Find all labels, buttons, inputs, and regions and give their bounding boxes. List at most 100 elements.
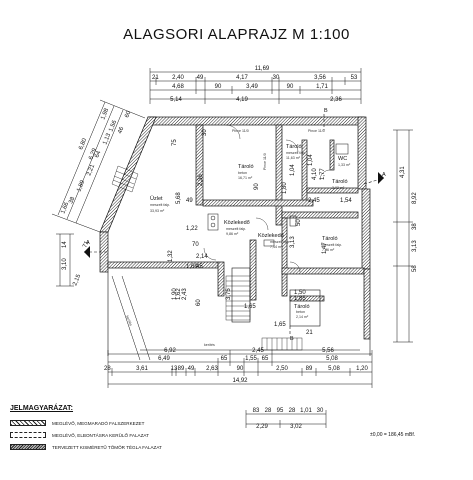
level-reference: ±0,00 = 186,45 mBf. — [370, 432, 416, 438]
svg-text:53: 53 — [351, 75, 358, 81]
svg-text:meszelt falp.: meszelt falp. — [226, 227, 246, 231]
svg-text:2,43: 2,43 — [182, 288, 188, 300]
svg-text:meszelt falp.: meszelt falp. — [150, 203, 170, 207]
svg-text:B: B — [324, 108, 328, 114]
svg-text:3,03 m²: 3,03 m² — [332, 186, 345, 190]
dim-right-mid-2: 58 — [412, 265, 418, 272]
svg-text:6,80: 6,80 — [78, 137, 88, 151]
svg-text:16,71 m²: 16,71 m² — [238, 176, 253, 180]
svg-text:65: 65 — [221, 356, 228, 362]
room-tarolo-3: Tároló 3,03 m² — [332, 179, 348, 190]
svg-text:1,04: 1,04 — [308, 154, 314, 166]
legend-title: JELMAGYARÁZAT: — [10, 405, 74, 412]
svg-text:4,19: 4,19 — [236, 97, 248, 103]
svg-text:1,90: 1,90 — [172, 288, 178, 300]
partitions — [107, 267, 371, 356]
svg-text:64: 64 — [94, 150, 102, 159]
svg-text:Közlekedő: Közlekedő — [224, 220, 250, 226]
entry-steps — [111, 165, 139, 193]
dim-detail-row1: 83 28 95 28 1,01 30 — [253, 408, 324, 414]
svg-text:6,29: 6,29 — [88, 147, 98, 161]
legend-item-existing: MEGLÉVŐ, MEGMARADÓ FALSZERKEZET — [10, 420, 144, 426]
legend-swatch-demolish — [10, 432, 46, 438]
dim-overall-top: 11,69 — [255, 66, 270, 72]
svg-text:1,89: 1,89 — [76, 179, 86, 193]
svg-text:75: 75 — [172, 139, 178, 146]
svg-text:beton: beton — [296, 310, 305, 314]
svg-text:28: 28 — [265, 408, 272, 414]
svg-text:Tároló: Tároló — [332, 179, 348, 185]
svg-text:45: 45 — [196, 264, 203, 270]
room-uzlet: Üzlet meszelt falp. 33,93 m² — [150, 195, 170, 213]
svg-text:4,17: 4,17 — [236, 75, 248, 81]
svg-text:11,63 m²: 11,63 m² — [286, 156, 301, 160]
dim-right-lower: 3,13 — [412, 240, 418, 252]
detail-dimensions — [245, 410, 327, 428]
svg-text:5,68: 5,68 — [176, 192, 182, 204]
svg-text:WC: WC — [338, 156, 347, 162]
svg-text:meszelt falp.: meszelt falp. — [270, 240, 290, 244]
svg-text:49: 49 — [197, 75, 204, 81]
dim-right-mid-1: 38 — [412, 223, 418, 230]
svg-text:2,36: 2,36 — [198, 174, 204, 186]
svg-text:60: 60 — [196, 299, 202, 306]
svg-text:1,80: 1,80 — [282, 182, 288, 194]
right-dimensions — [393, 129, 413, 343]
pince-label-top: Pince 11/0 — [232, 129, 249, 133]
svg-text:65: 65 — [262, 356, 269, 362]
svg-text:3,02: 3,02 — [290, 424, 302, 430]
svg-text:4,68: 4,68 — [172, 84, 184, 90]
svg-text:60: 60 — [124, 110, 132, 119]
svg-text:33,93 m²: 33,93 m² — [150, 209, 165, 213]
dim-top-row3: 5,14 4,19 2,36 — [170, 97, 342, 103]
dim-overall-bottom: 14,92 — [232, 378, 248, 384]
svg-text:2,14: 2,14 — [196, 254, 208, 260]
svg-text:Közlekedő: Közlekedő — [258, 233, 284, 239]
svg-text:21: 21 — [152, 75, 159, 81]
dim-left-310: 3,10 — [62, 258, 68, 270]
dim-left-215: 2,15 — [72, 273, 82, 287]
svg-text:90: 90 — [287, 84, 294, 90]
svg-text:49: 49 — [188, 366, 195, 372]
svg-text:1,98: 1,98 — [100, 107, 110, 121]
svg-text:2,63: 2,63 — [206, 366, 218, 372]
svg-text:meszelt falp.: meszelt falp. — [286, 151, 306, 155]
svg-text:Tároló: Tároló — [238, 164, 254, 170]
fence-ramp — [111, 275, 151, 361]
legend-swatch-existing — [10, 420, 46, 426]
svg-text:28: 28 — [104, 366, 111, 372]
svg-text:89: 89 — [178, 366, 185, 372]
svg-text:1,13: 1,13 — [102, 132, 112, 146]
svg-text:1,54: 1,54 — [340, 198, 352, 204]
svg-text:90: 90 — [215, 84, 222, 90]
legend-swatch-new — [10, 444, 46, 450]
svg-text:7,44 m²: 7,44 m² — [270, 245, 283, 249]
dim-top-row1: 21 2,40 49 4,17 30 3,56 53 — [152, 75, 358, 81]
svg-text:4,10: 4,10 — [312, 168, 318, 180]
svg-text:13: 13 — [171, 366, 178, 372]
room-kozlekedo-2: Közlekedő meszelt falp. 7,44 m² — [258, 233, 290, 249]
section-marker-b-top: B — [323, 108, 328, 130]
svg-text:1,32: 1,32 — [168, 250, 174, 262]
svg-text:28: 28 — [289, 408, 296, 414]
svg-text:21: 21 — [306, 330, 313, 336]
left-side-dimensions — [56, 233, 74, 287]
svg-text:A: A — [382, 172, 386, 178]
svg-text:1,65: 1,65 — [244, 304, 256, 310]
svg-text:2,45: 2,45 — [252, 348, 264, 354]
svg-text:1,71: 1,71 — [316, 84, 328, 90]
svg-text:5,56: 5,56 — [322, 348, 334, 354]
svg-text:1,47: 1,47 — [322, 242, 328, 254]
walls — [99, 116, 371, 340]
inner-dimensions: 75 5,68 49 1,32 2,36 30 90 1,04 2,45 1,5… — [168, 129, 352, 336]
svg-text:B: B — [290, 336, 294, 342]
svg-text:3,49: 3,49 — [246, 84, 258, 90]
svg-text:1,33 m²: 1,33 m² — [338, 163, 351, 167]
svg-text:2,50: 2,50 — [276, 366, 288, 372]
doors — [203, 124, 331, 273]
svg-text:2,29: 2,29 — [256, 424, 268, 430]
svg-text:3,61: 3,61 — [136, 366, 148, 372]
svg-text:1,50: 1,50 — [294, 290, 306, 296]
svg-text:3,56: 3,56 — [314, 75, 326, 81]
svg-text:38: 38 — [68, 196, 76, 205]
